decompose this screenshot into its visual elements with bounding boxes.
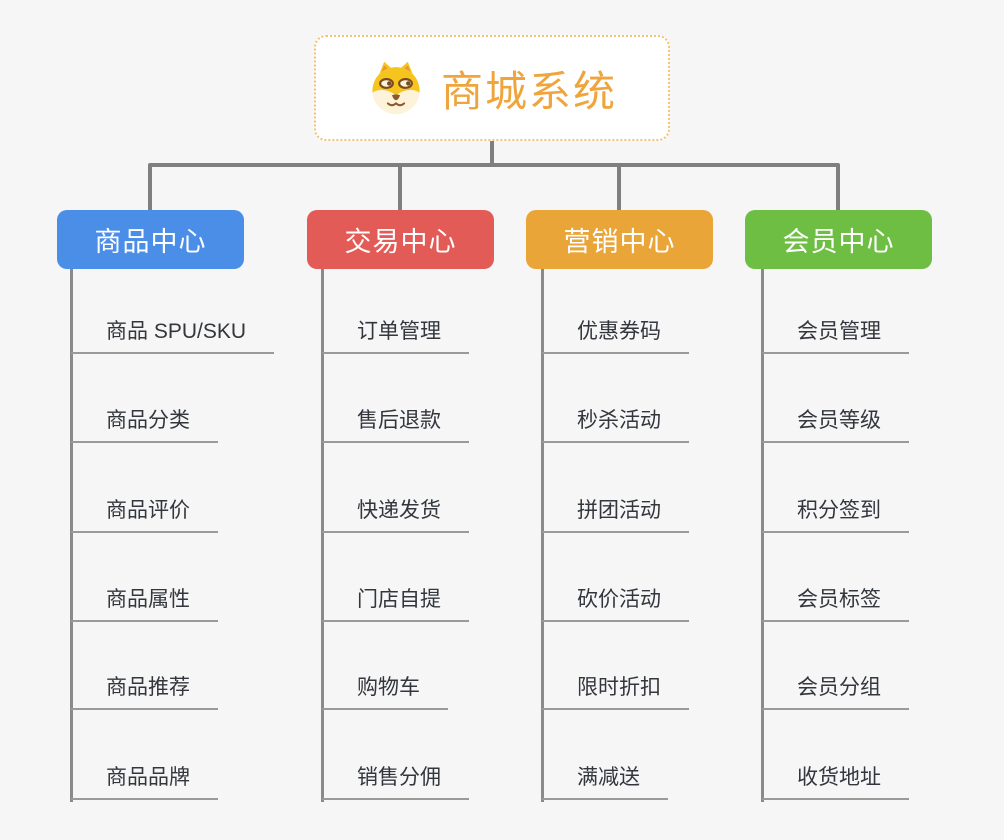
leaf-node[interactable]: 满减送 <box>542 765 668 800</box>
leaf-node[interactable]: 商品 SPU/SKU <box>71 319 275 354</box>
branch-label: 交易中心 <box>344 227 457 257</box>
branch-label: 营销中心 <box>563 227 676 257</box>
leaf-node[interactable]: 售后退款 <box>322 408 469 443</box>
branch-rail-line <box>148 163 840 212</box>
branch-node-trade-center[interactable]: 交易中心 <box>307 210 494 269</box>
leaf-node[interactable]: 商品属性 <box>71 587 218 622</box>
connector-paths <box>148 139 840 212</box>
leaf-node[interactable]: 会员等级 <box>762 408 909 443</box>
leaf-node[interactable]: 销售分佣 <box>322 765 469 800</box>
branch-spine-line <box>541 269 544 802</box>
leaf-node[interactable]: 会员管理 <box>762 319 909 354</box>
leaf-node[interactable]: 商品品牌 <box>71 765 218 800</box>
leaf-node[interactable]: 商品评价 <box>71 498 218 533</box>
leaf-node[interactable]: 商品分类 <box>71 408 218 443</box>
leaf-node[interactable]: 会员标签 <box>762 587 909 622</box>
leaf-node[interactable]: 订单管理 <box>322 319 469 354</box>
leaf-node[interactable]: 积分签到 <box>762 498 909 533</box>
leaf-node[interactable]: 快递发货 <box>322 498 469 533</box>
branch-node-marketing-center[interactable]: 营销中心 <box>526 210 713 269</box>
branch-spine-line <box>70 269 73 802</box>
leaf-node[interactable]: 优惠券码 <box>542 319 689 354</box>
branch-node-product-center[interactable]: 商品中心 <box>57 210 244 269</box>
leaf-node[interactable]: 收货地址 <box>762 765 909 800</box>
root-node[interactable]: 商城系统 <box>314 35 670 141</box>
leaf-node[interactable]: 拼团活动 <box>542 498 689 533</box>
branch-spine-line <box>761 269 764 802</box>
branch-node-member-center[interactable]: 会员中心 <box>745 210 932 269</box>
leaf-node[interactable]: 商品推荐 <box>71 675 218 710</box>
branch-label: 会员中心 <box>782 227 895 257</box>
branch-spine-line <box>321 269 324 802</box>
leaf-node[interactable]: 秒杀活动 <box>542 408 689 443</box>
dog-face-icon <box>372 61 420 115</box>
branch-label: 商品中心 <box>94 227 207 257</box>
leaf-node[interactable]: 会员分组 <box>762 675 909 710</box>
root-title: 商城系统 <box>440 67 617 115</box>
leaf-node[interactable]: 购物车 <box>322 675 448 710</box>
leaf-node[interactable]: 限时折扣 <box>542 675 689 710</box>
leaf-node[interactable]: 砍价活动 <box>542 587 689 622</box>
leaf-node[interactable]: 门店自提 <box>322 587 469 622</box>
